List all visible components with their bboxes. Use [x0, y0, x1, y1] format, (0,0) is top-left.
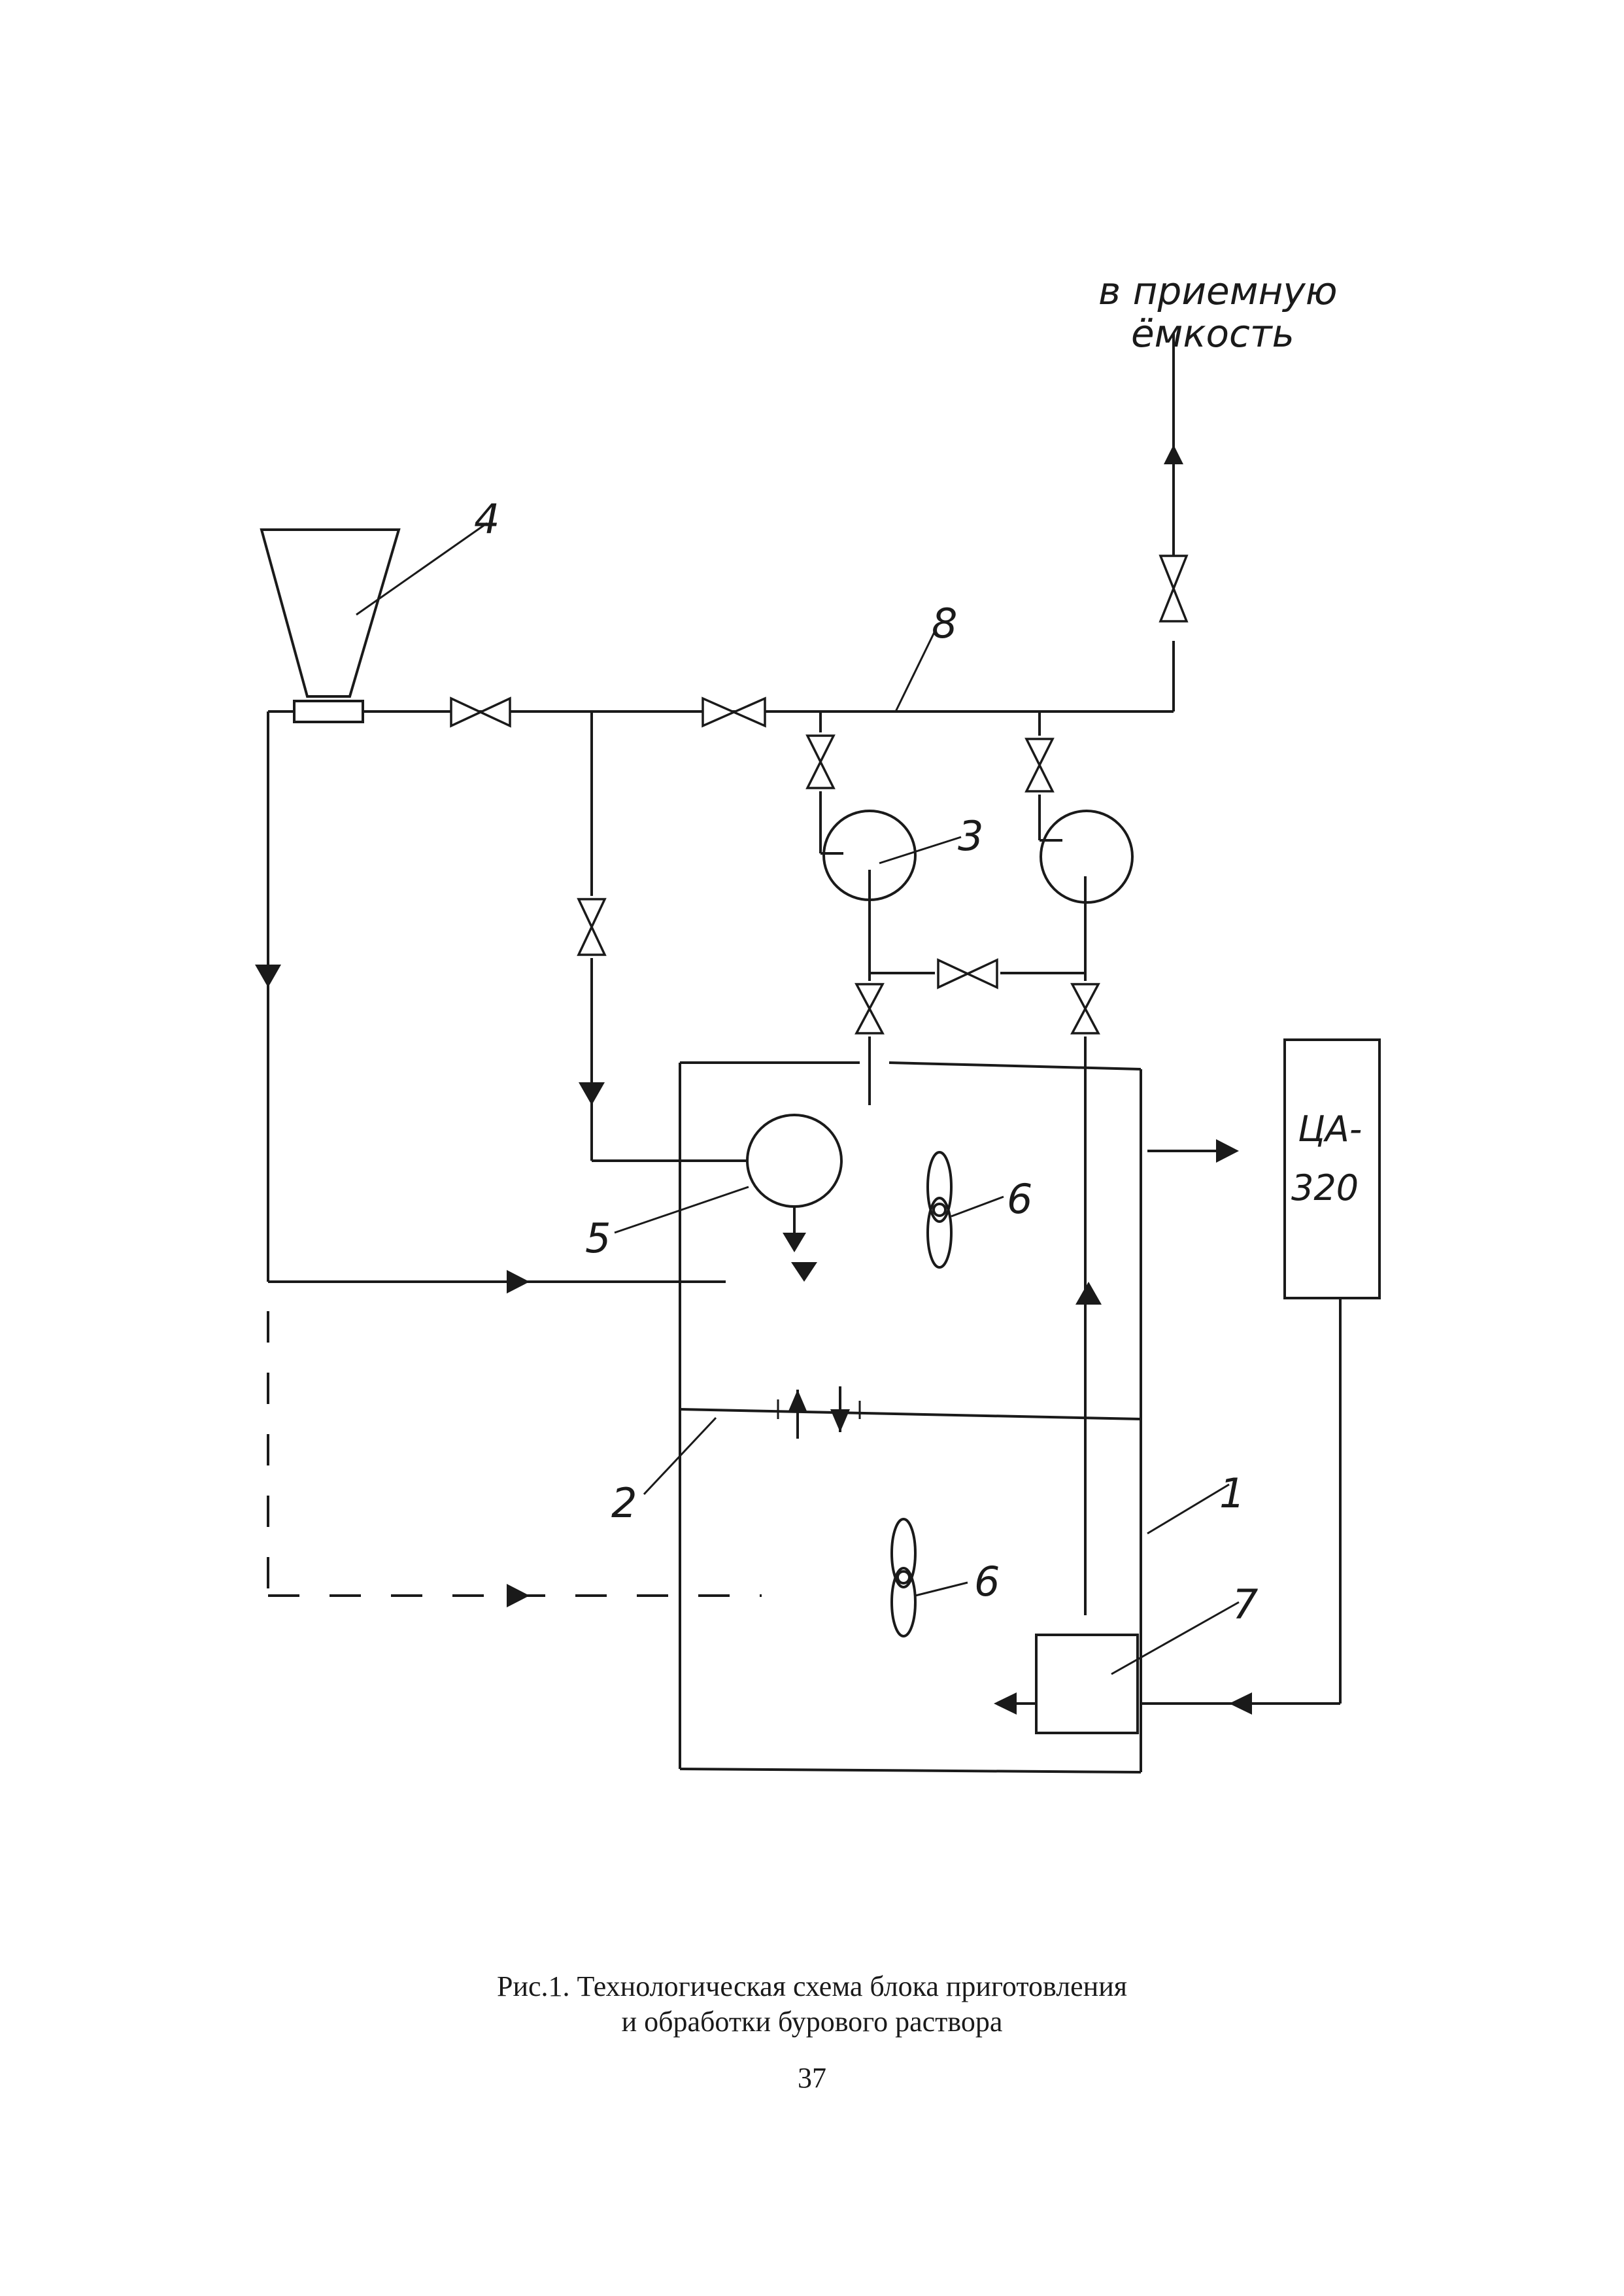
leader-lines — [356, 522, 1240, 1675]
ca-320-unit — [1147, 1038, 1381, 1299]
unit7 — [1004, 1298, 1342, 1734]
agitator-lower — [890, 1518, 917, 1637]
hopper-bypass-line — [267, 710, 726, 1283]
label-partition: 2 — [611, 1479, 637, 1527]
pump-right — [1040, 810, 1134, 904]
label-pumps: 3 — [958, 812, 983, 860]
page-number: 37 — [798, 2062, 826, 2094]
tank — [679, 1061, 1142, 1773]
valve-pump-crossover — [937, 958, 998, 989]
label-hopper: 4 — [474, 495, 499, 543]
destination-label-line1: в приемную — [1098, 269, 1338, 313]
dashed-line — [267, 1311, 762, 1597]
label-manifold: 8 — [932, 600, 957, 647]
valve-manifold — [702, 696, 766, 728]
hopper — [260, 528, 401, 723]
label-unit5: 5 — [585, 1214, 611, 1262]
label-ca-line2: 320 — [1291, 1167, 1359, 1208]
valve-unit5-feed — [577, 898, 607, 956]
partition — [679, 1386, 1142, 1439]
figure-caption-line2: и обработки бурового раствора — [621, 2006, 1003, 2038]
label-unit7: 7 — [1232, 1581, 1258, 1628]
pump-piping — [819, 711, 1087, 1105]
unit5 — [746, 1114, 843, 1252]
valve-pump-right-out — [1070, 983, 1100, 1035]
valve-destination — [1159, 555, 1189, 623]
figure-caption-line1: Рис.1. Технологическая схема блока приго… — [496, 1970, 1128, 2002]
valve-pump-left-out — [854, 983, 885, 1035]
flow-arrows — [255, 445, 1252, 1715]
unit5-feed-line — [590, 711, 749, 1162]
valve-pump-left-in — [805, 734, 836, 789]
destination-label-line2: ёмкость — [1131, 311, 1294, 356]
label-agitator-upper: 6 — [1007, 1175, 1032, 1223]
label-agitator-lower: 6 — [974, 1558, 1000, 1605]
valve-hopper-line — [450, 696, 511, 728]
agitator-upper — [926, 1151, 953, 1269]
label-tank: 1 — [1219, 1469, 1245, 1517]
pump-left — [822, 810, 917, 901]
valve-pump-right-in — [1024, 738, 1055, 793]
label-ca-line1: ЦА- — [1298, 1108, 1362, 1150]
